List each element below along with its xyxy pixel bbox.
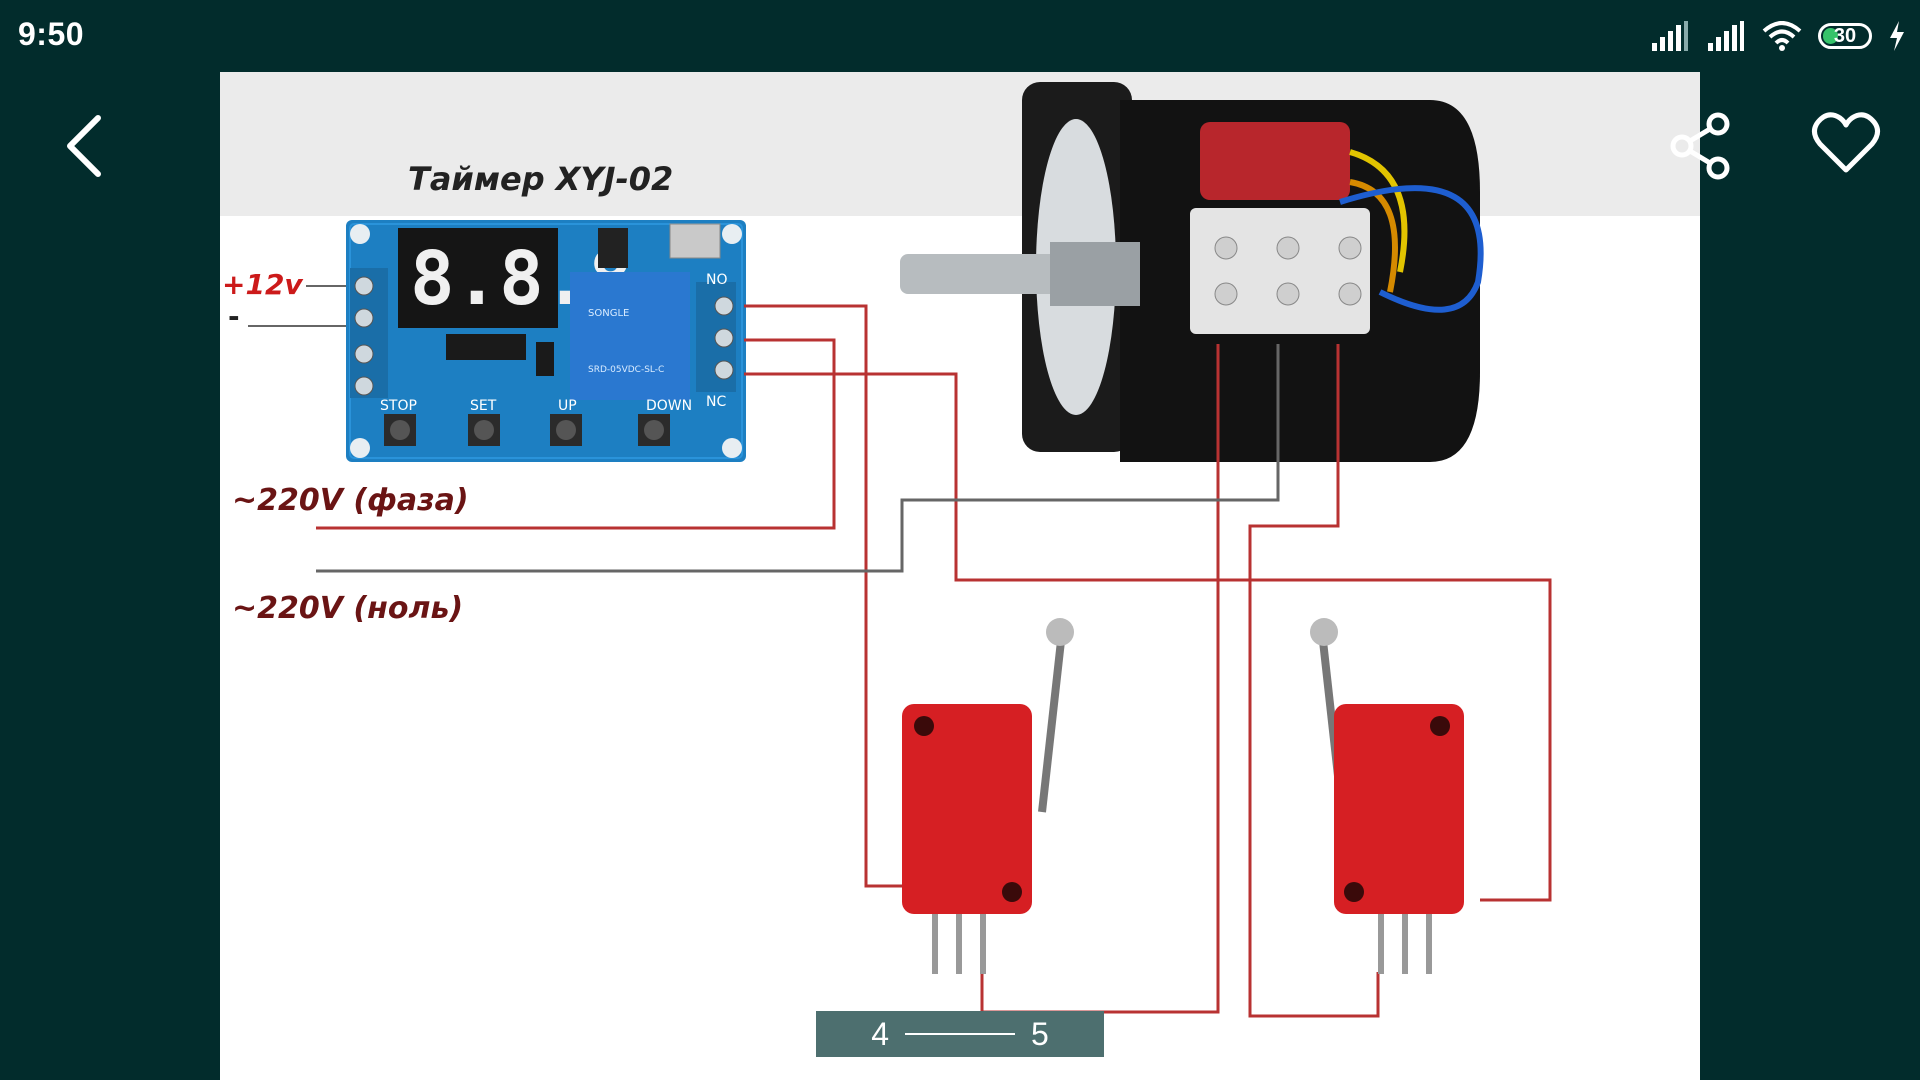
heart-icon <box>1812 112 1880 173</box>
microswitch-left <box>902 618 1074 974</box>
wires <box>316 304 1552 1018</box>
like-button[interactable] <box>1810 108 1882 180</box>
battery-level: 30 <box>1833 24 1857 47</box>
board-button-stop: STOP <box>380 398 417 414</box>
relay-brand: SONGLE <box>588 308 629 319</box>
signal-icon <box>1652 21 1688 51</box>
board-button-set: SET <box>470 398 497 414</box>
board-button-up: UP <box>558 398 577 414</box>
signal-icon <box>1708 21 1744 51</box>
page-separator <box>905 1033 1015 1035</box>
label-minus: - <box>228 300 240 333</box>
board-button-down: DOWN <box>646 398 692 414</box>
page-current: 4 <box>871 1015 889 1052</box>
relay-no-label: NO <box>706 272 728 288</box>
motor <box>900 82 1484 462</box>
image-viewer[interactable]: Таймер XYJ-02 8.8.8 SONGLE SRD-05VDC-SL-… <box>220 72 1700 1080</box>
chevron-left-icon <box>67 115 101 177</box>
board-buttons <box>384 414 670 446</box>
label-neutral: ~220V (ноль) <box>232 591 463 626</box>
page-indicator: 4 5 <box>816 1011 1104 1057</box>
charging-icon <box>1890 21 1904 51</box>
status-icons: 30 <box>1650 18 1906 54</box>
timer-board: 8.8.8 SONGLE SRD-05VDC-SL-C NO NC <box>346 220 746 462</box>
microswitch-right <box>1310 618 1464 974</box>
share-icon <box>1670 112 1730 180</box>
battery-icon: 30 <box>1818 23 1872 49</box>
label-phase: ~220V (фаза) <box>232 483 469 518</box>
back-button[interactable] <box>58 110 118 180</box>
relay-nc-label: NC <box>706 394 726 410</box>
status-time: 9:50 <box>18 16 85 52</box>
share-button[interactable] <box>1666 110 1736 180</box>
diagram-title: Таймер XYJ-02 <box>408 160 673 198</box>
page-next: 5 <box>1031 1015 1049 1052</box>
label-12v: +12v <box>222 268 303 301</box>
status-bar: 9:50 30 <box>0 0 1920 72</box>
wiring-diagram: Таймер XYJ-02 8.8.8 SONGLE SRD-05VDC-SL-… <box>222 82 1552 1018</box>
relay-model: SRD-05VDC-SL-C <box>588 365 664 375</box>
wifi-icon <box>1762 21 1802 51</box>
